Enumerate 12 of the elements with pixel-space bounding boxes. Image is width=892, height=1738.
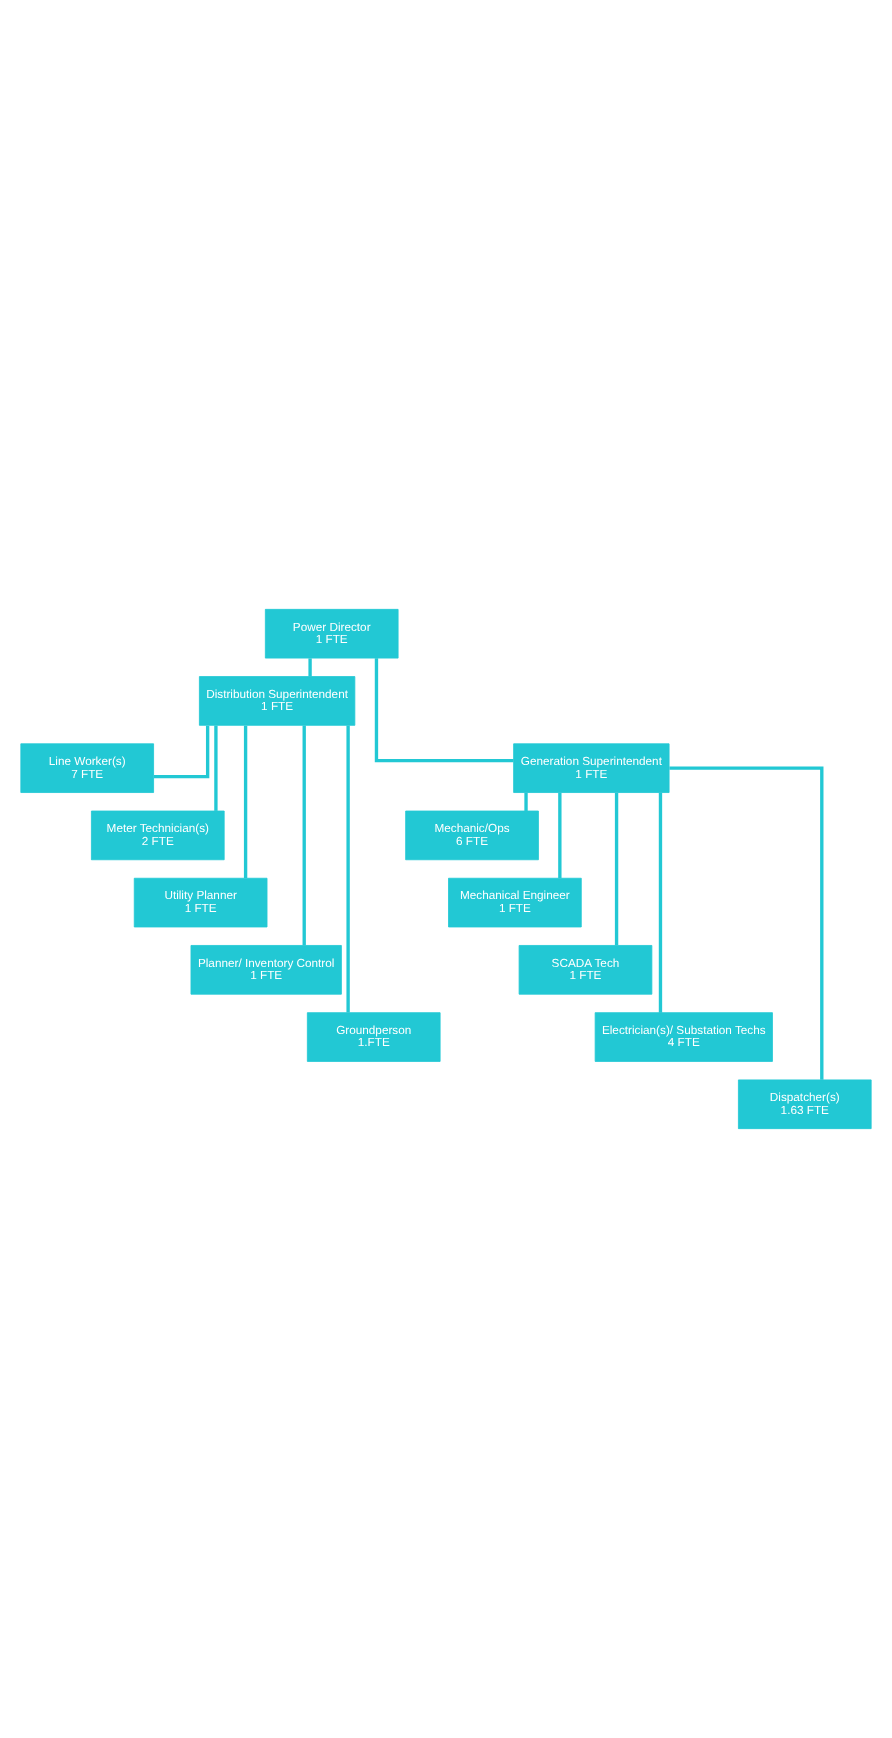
connector	[346, 725, 350, 1013]
connector	[302, 725, 306, 946]
connector	[308, 658, 312, 677]
connector	[669, 766, 824, 1080]
connector	[524, 792, 528, 811]
connector	[374, 658, 514, 763]
connector	[558, 792, 562, 879]
connector	[153, 725, 210, 779]
connector	[614, 792, 619, 946]
connector	[658, 792, 663, 1013]
connector	[243, 725, 248, 878]
connector	[214, 725, 218, 811]
